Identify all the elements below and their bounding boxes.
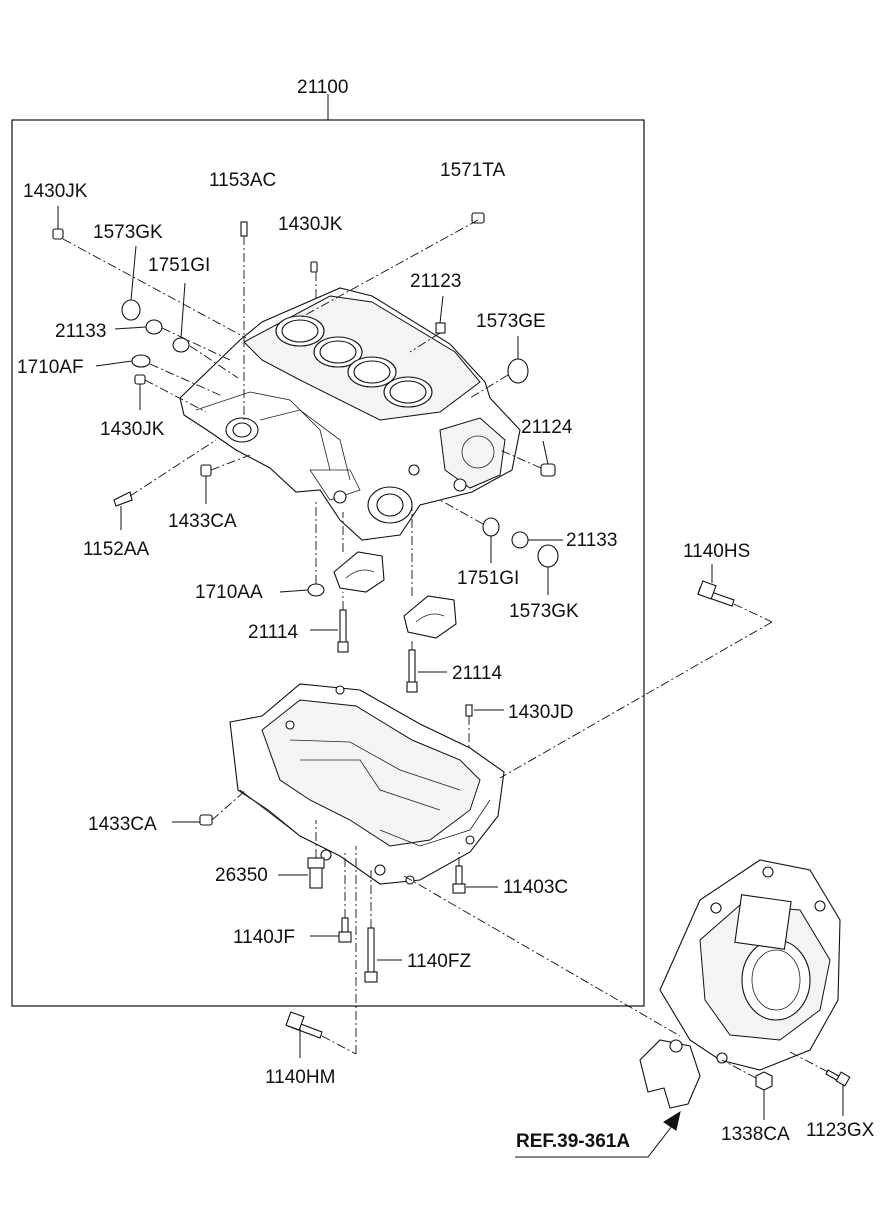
- label-1338ca: 1338CA: [721, 1124, 790, 1145]
- label-21123: 21123: [410, 271, 461, 292]
- label-1710af: 1710AF: [17, 357, 84, 378]
- label-21100: 21100: [297, 77, 348, 98]
- gasket-1751gi-b: [482, 517, 500, 537]
- oring-1710aa: [307, 583, 325, 597]
- plug-1433ca-b: [199, 814, 213, 826]
- plug-1433ca-a: [200, 464, 212, 477]
- label-21133-a: 21133: [55, 321, 106, 342]
- transmission-housing-illustration: [639, 859, 841, 1109]
- label-21133-b: 21133: [566, 530, 617, 551]
- drain-plug-26350: [307, 857, 325, 889]
- dowel-pin-1430jk-b: [310, 261, 318, 273]
- label-1571ta: 1571TA: [440, 160, 505, 181]
- bolt-1140fz: [364, 927, 378, 983]
- nut-1338ca: [755, 1071, 773, 1091]
- label-1430jk-a: 1430JK: [23, 181, 88, 202]
- sleeve-21124: [540, 463, 556, 477]
- label-1153ac: 1153AC: [209, 170, 276, 191]
- plug-21133-a: [145, 319, 163, 335]
- bolt-1140hs: [697, 580, 735, 607]
- bolt-21123: [435, 322, 446, 334]
- assembly-frame: [11, 94, 645, 1007]
- part-labels: 21100 1430JK 1153AC 1571TA 1573GK 1430JK…: [17, 77, 875, 1152]
- label-21114-a: 21114: [248, 622, 298, 643]
- label-26350: 26350: [215, 865, 268, 886]
- label-21124: 21124: [521, 417, 573, 438]
- label-1430jk-b: 1430JK: [278, 214, 343, 235]
- bolt-21114-a: [337, 609, 349, 653]
- label-1433ca-a: 1433CA: [168, 511, 237, 532]
- dowel-pin-1430jk-c: [134, 374, 146, 385]
- bolt-1140hm: [285, 1011, 323, 1039]
- plug-1573gk-a: [121, 299, 141, 321]
- pin-1430jd: [465, 704, 473, 717]
- label-1123gx: 1123GX: [806, 1120, 875, 1141]
- bearing-cap-illustration: [333, 551, 457, 639]
- dashed-guide-lines: [62, 219, 829, 1079]
- label-1751gi-b: 1751GI: [457, 568, 519, 589]
- label-1751gi-a: 1751GI: [148, 255, 210, 276]
- label-1430jd: 1430JD: [508, 702, 574, 723]
- bolt-21114-b: [406, 649, 418, 693]
- reference-label[interactable]: REF.39-361A: [516, 1131, 630, 1152]
- label-1430jk-c: 1430JK: [100, 419, 165, 440]
- label-1433ca-b: 1433CA: [88, 814, 157, 835]
- bolt-1123gx: [825, 1069, 851, 1087]
- cylinder-block-illustration: [179, 287, 521, 541]
- oring-1710af: [131, 354, 151, 368]
- bolt-1140jf: [338, 917, 352, 943]
- plug-1571ta: [471, 212, 485, 224]
- label-1573gk-b: 1573GK: [509, 601, 579, 622]
- oil-pan-illustration: [229, 683, 505, 885]
- label-1573ge: 1573GE: [476, 311, 546, 332]
- leader-lines: [57, 206, 844, 1158]
- label-1573gk-a: 1573GK: [93, 222, 163, 243]
- stud-1153ac: [240, 221, 248, 237]
- plug-1573gk-b: [537, 544, 559, 568]
- label-1140jf: 1140JF: [233, 927, 295, 948]
- label-1710aa: 1710AA: [195, 582, 263, 603]
- label-21114-b: 21114: [452, 663, 502, 684]
- label-1152aa: 1152AA: [83, 539, 150, 560]
- gasket-1751gi-a: [172, 337, 190, 353]
- bolt-11403c: [452, 865, 466, 894]
- label-1140hs: 1140HS: [683, 541, 750, 562]
- small-hardware: [52, 212, 851, 1091]
- plug-1573ge: [507, 358, 529, 384]
- dowel-pin-1430jk-a: [52, 228, 64, 240]
- plug-21133-b: [511, 531, 529, 549]
- label-1140fz: 1140FZ: [407, 951, 471, 972]
- label-11403c: 11403C: [503, 877, 568, 898]
- label-1140hm: 1140HM: [265, 1067, 335, 1088]
- bolt-1152aa: [113, 491, 133, 507]
